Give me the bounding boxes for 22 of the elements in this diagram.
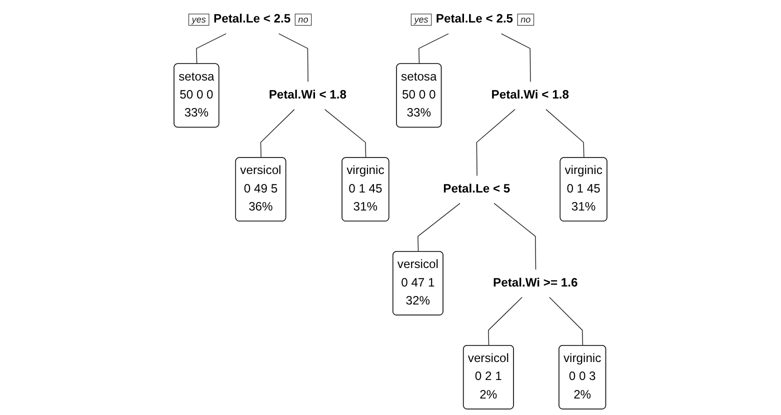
connector [418, 33, 449, 64]
node-text: Petal.Le < 2.5 [213, 12, 291, 26]
branch-label: yes [410, 14, 432, 26]
connector [196, 33, 226, 64]
connector [549, 296, 584, 346]
node-text: Petal.Wi >= 1.6 [492, 276, 578, 290]
node-text: Petal.Le < 5 [443, 182, 510, 196]
node-text: Petal.Wi < 1.8 [491, 88, 569, 102]
connector [500, 33, 531, 83]
connector [324, 109, 366, 158]
connector [418, 202, 460, 252]
connector [260, 109, 295, 158]
connector [476, 109, 516, 176]
branch-label: no [294, 14, 312, 26]
connector [488, 296, 522, 346]
branch-label: yes [188, 14, 210, 26]
connector [278, 33, 308, 83]
connector [494, 202, 536, 270]
connector [546, 109, 584, 158]
node-text: Petal.Le < 2.5 [436, 12, 514, 26]
branch-label: no [517, 14, 534, 26]
node-text: Petal.Wi < 1.8 [268, 88, 347, 102]
